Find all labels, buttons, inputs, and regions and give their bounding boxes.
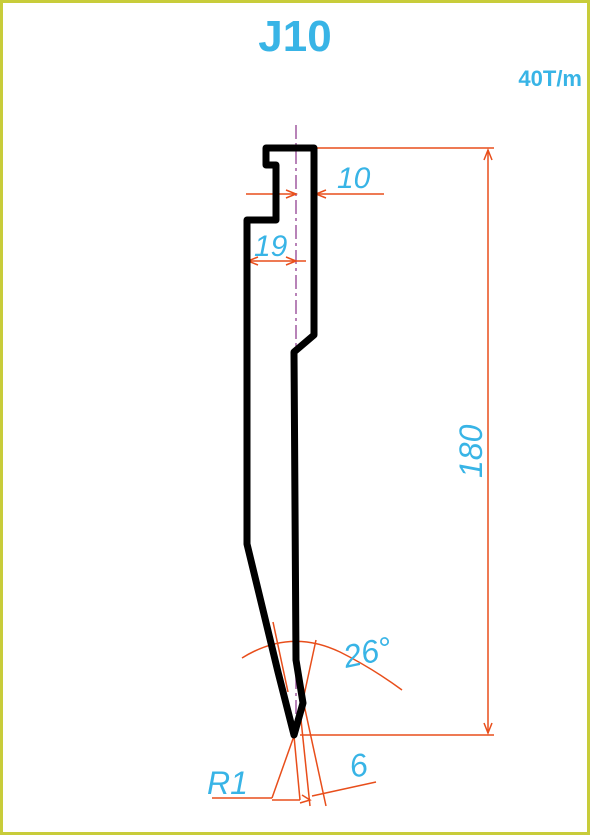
part-title: J10 [258, 12, 332, 61]
height-dimension [300, 147, 494, 736]
tip-offset-dimension [246, 189, 384, 199]
punch-profile [243, 144, 318, 739]
tip-width-label: 6 [346, 746, 371, 785]
tonnage-rating: 40T/m [518, 66, 582, 91]
tip-dimension [212, 699, 377, 807]
angle-label: 26° [339, 630, 395, 676]
height-label: 180 [453, 424, 489, 478]
radius-label: R1 [207, 765, 248, 801]
body-width-label: 19 [254, 230, 288, 263]
tip-offset-label: 10 [337, 162, 371, 195]
